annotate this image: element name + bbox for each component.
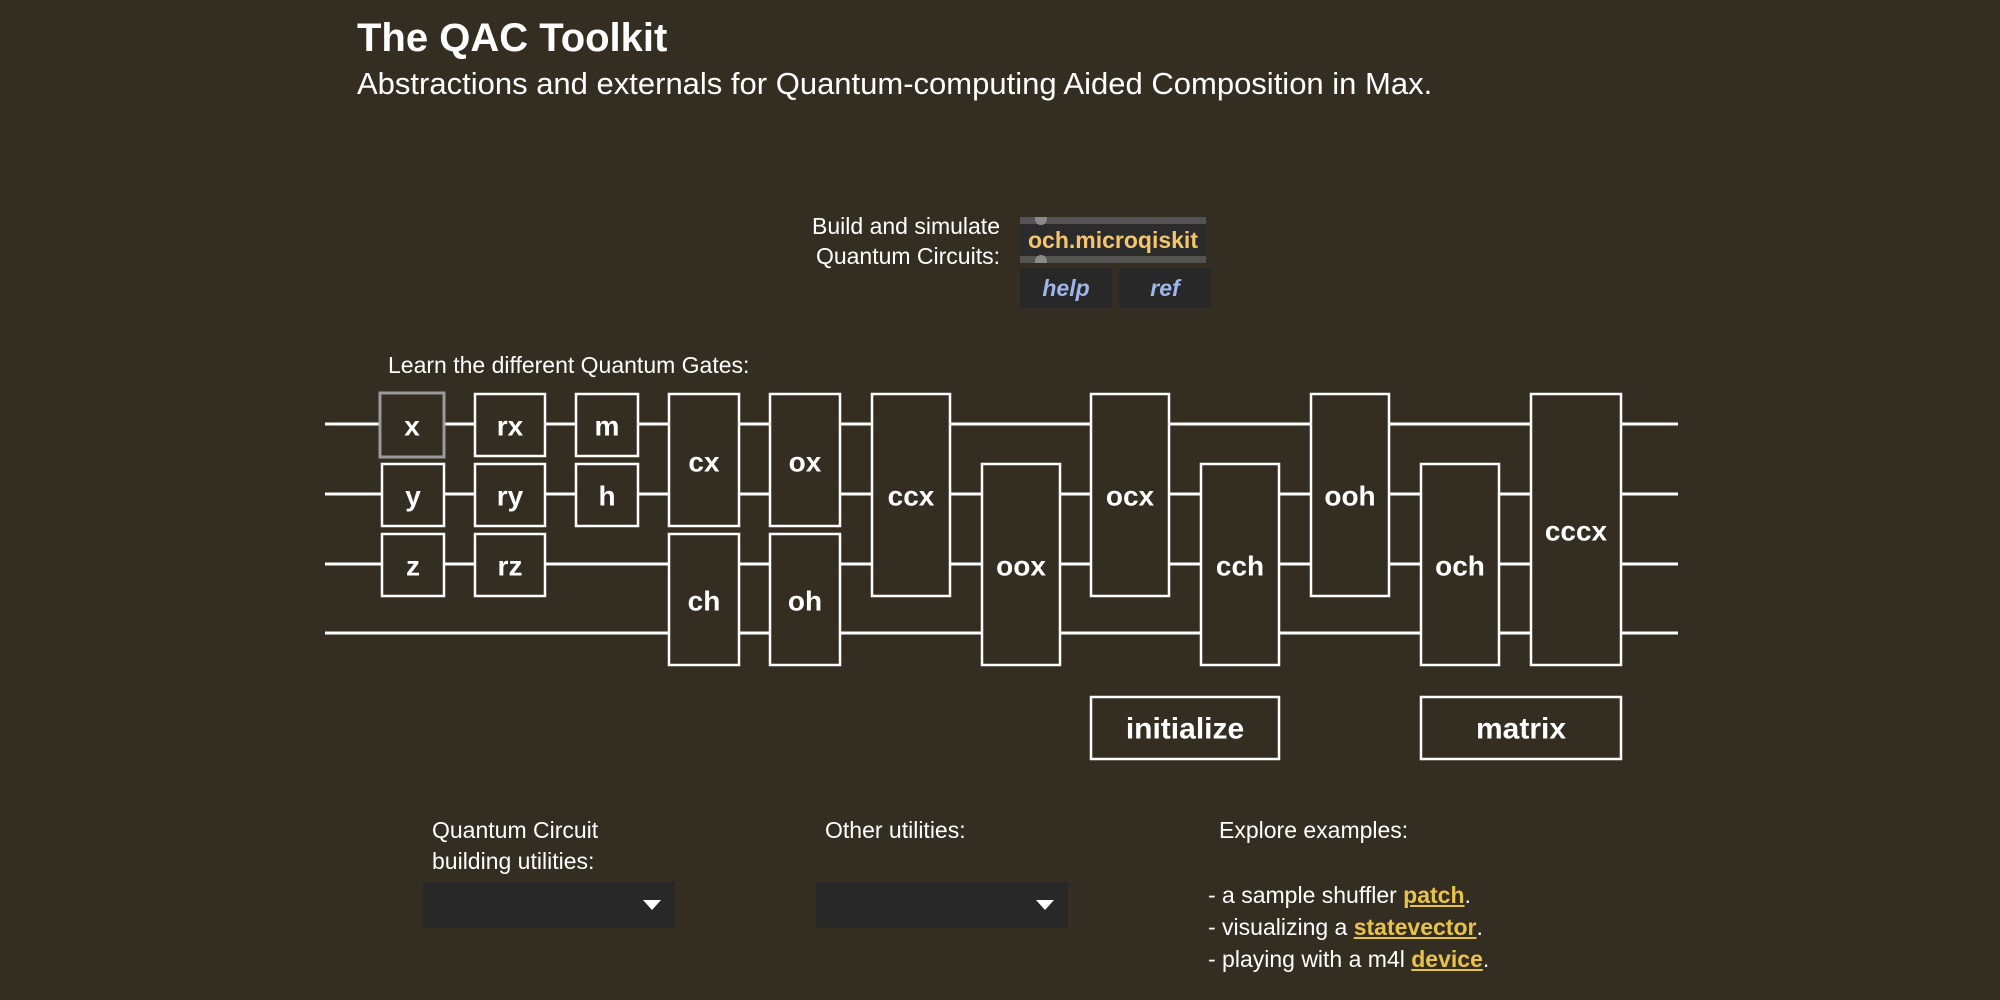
gate-ry-label: ry	[497, 481, 524, 512]
chevron-down-icon	[1036, 900, 1054, 910]
other-utilities-dropdown[interactable]	[816, 882, 1068, 928]
gates-label: Learn the different Quantum Gates:	[388, 352, 750, 378]
chevron-down-icon	[643, 900, 661, 910]
gate-ox-label: ox	[789, 447, 822, 478]
gate-ccx-label: ccx	[888, 481, 935, 512]
example-device: - playing with a m4l device.	[1208, 946, 1490, 972]
gate-ooh[interactable]	[1309, 392, 1391, 598]
gate-ch[interactable]	[667, 532, 741, 667]
statevector-link[interactable]: statevector	[1353, 914, 1477, 940]
initialize-label: initialize	[1126, 713, 1244, 746]
gate-oh[interactable]	[768, 532, 842, 667]
gate-ooh-label: ooh	[1324, 481, 1375, 512]
gate-rz[interactable]	[473, 532, 547, 598]
gate-x[interactable]	[378, 391, 446, 459]
example-shuffler: - a sample shuffler patch.	[1208, 882, 1471, 908]
gate-cch[interactable]	[1199, 462, 1281, 667]
gate-y[interactable]	[380, 462, 446, 528]
gate-cccx[interactable]	[1529, 392, 1623, 667]
gate-h[interactable]	[574, 462, 640, 528]
initialize-button[interactable]	[1089, 695, 1281, 761]
microqiskit-object[interactable]: och.microqiskit	[1020, 217, 1206, 263]
gate-cccx-label: cccx	[1545, 516, 1608, 547]
gate-oh-label: oh	[788, 586, 822, 617]
gate-m-label: m	[595, 411, 620, 442]
gate-ox[interactable]	[768, 392, 842, 528]
circuit-utilities-label: Quantum Circuit building utilities:	[432, 817, 599, 874]
gate-ry[interactable]	[473, 462, 547, 528]
gate-x-label: x	[404, 411, 420, 442]
gate-cx[interactable]	[667, 392, 741, 528]
gate-cx-label: cx	[688, 447, 720, 478]
gate-z-label: z	[406, 551, 420, 582]
gate-oox-label: oox	[996, 551, 1046, 582]
gate-rx[interactable]	[473, 392, 547, 458]
example-statevector: - visualizing a statevector.	[1208, 914, 1483, 940]
gate-ccx[interactable]	[870, 392, 952, 598]
gate-h-label: h	[598, 481, 615, 512]
device-link[interactable]: device	[1411, 946, 1483, 972]
matrix-label: matrix	[1476, 713, 1566, 746]
gate-y-label: y	[405, 481, 421, 512]
circuit-utilities-dropdown[interactable]	[423, 882, 675, 928]
help-button[interactable]: help	[1020, 268, 1112, 308]
gate-ocx-label: ocx	[1106, 481, 1155, 512]
inlet-icon	[1035, 217, 1047, 225]
patch-link[interactable]: patch	[1403, 882, 1465, 908]
page-title: The QAC Toolkit	[357, 16, 668, 60]
gate-ch-label: ch	[688, 586, 721, 617]
ref-button[interactable]: ref	[1119, 268, 1211, 308]
gate-oox[interactable]	[980, 462, 1062, 667]
page-subtitle: Abstractions and externals for Quantum-c…	[357, 66, 1433, 101]
gate-och[interactable]	[1419, 462, 1501, 667]
gate-ocx[interactable]	[1089, 392, 1171, 598]
gate-rz-label: rz	[498, 551, 523, 582]
gate-cch-label: cch	[1216, 551, 1264, 582]
matrix-button[interactable]	[1419, 695, 1623, 761]
gate-rx-label: rx	[497, 411, 524, 442]
outlet-icon	[1035, 255, 1047, 263]
other-utilities-label: Other utilities:	[825, 817, 966, 843]
gate-m[interactable]	[574, 392, 640, 458]
gate-och-label: och	[1435, 551, 1485, 582]
examples-label: Explore examples:	[1219, 817, 1409, 843]
build-label: Build and simulate Quantum Circuits:	[812, 213, 1000, 269]
gate-z[interactable]	[380, 532, 446, 598]
